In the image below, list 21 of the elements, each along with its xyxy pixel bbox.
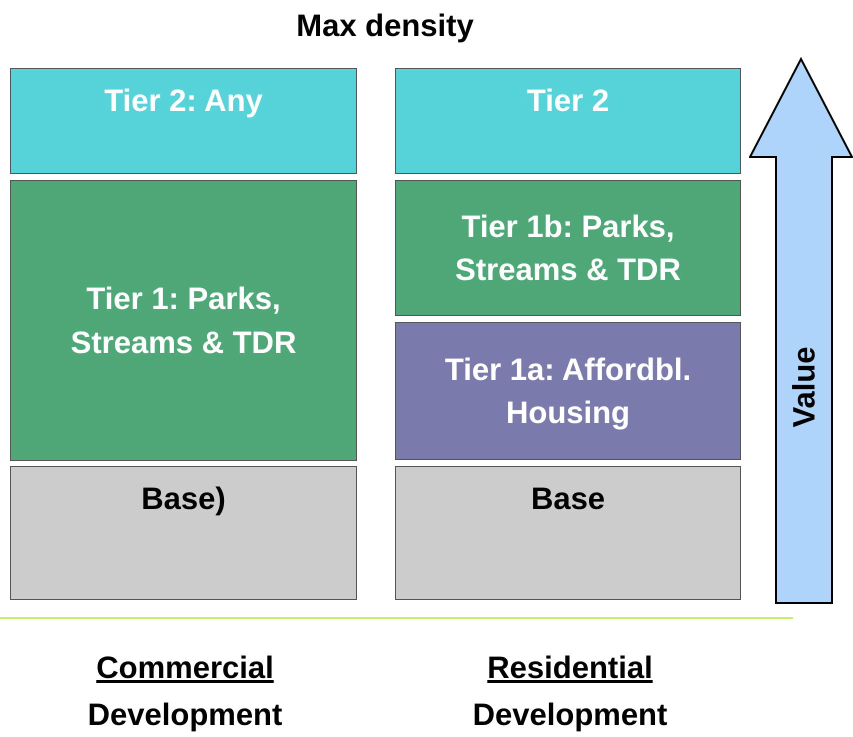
box-label: Tier 1: Parks, Streams & TDR	[70, 280, 298, 362]
axis-label: Development	[472, 697, 668, 733]
box-label: Base	[530, 480, 606, 518]
box-label: Tier 1b: Parks, Streams & TDR	[454, 208, 682, 289]
tier-box	[10, 180, 357, 461]
tier-box	[10, 466, 357, 600]
tier-box	[395, 180, 741, 316]
axis-label: Development	[86, 697, 284, 733]
tier-box	[395, 322, 741, 460]
box-label: Base)	[140, 480, 227, 518]
box-label: Tier 2	[526, 82, 610, 120]
tier-box	[10, 68, 357, 174]
box-label: Tier 2: Any	[103, 82, 264, 120]
value-arrow	[749, 57, 853, 605]
axis-label: Commercial	[95, 650, 275, 686]
arrow-label: Value	[785, 346, 822, 428]
tier-box	[395, 68, 741, 174]
box-label: Tier 1a: Affordbl. Housing	[444, 350, 692, 432]
tier-box	[395, 466, 741, 600]
axis-label: Residential	[486, 650, 654, 686]
diagram-title: Max density	[295, 8, 475, 44]
